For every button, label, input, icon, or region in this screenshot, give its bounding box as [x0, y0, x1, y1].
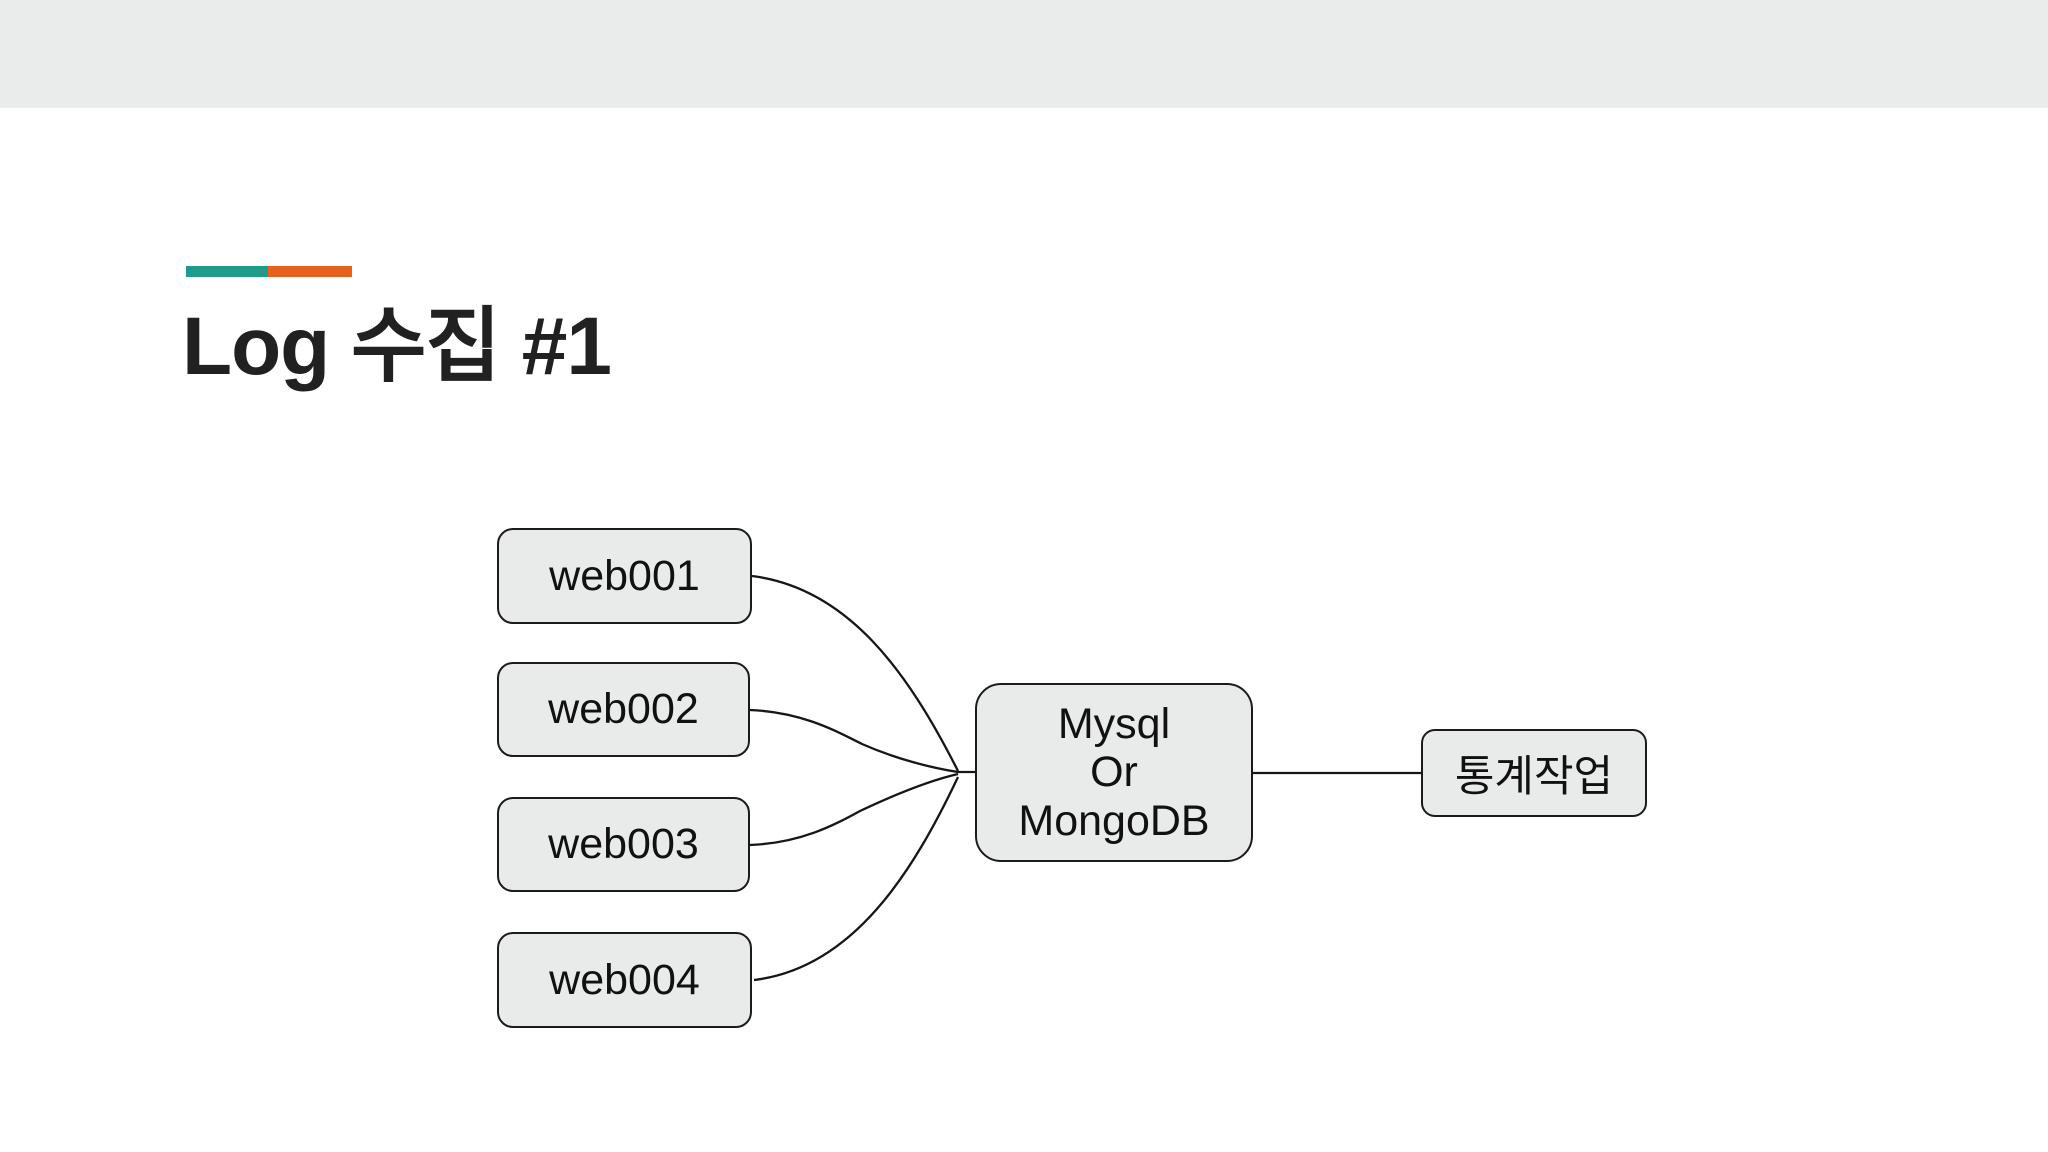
node-web003: web003	[497, 797, 750, 892]
slide-title: Log 수집 #1	[182, 301, 612, 392]
node-stats: 통계작업	[1421, 729, 1647, 817]
node-web003-label: web003	[548, 820, 699, 868]
node-web004-label: web004	[549, 955, 700, 1004]
edge-web001-to-database	[751, 574, 960, 772]
node-web001-label: web001	[549, 551, 700, 600]
accent-teal-segment	[186, 266, 268, 277]
node-web002-label: web002	[548, 685, 699, 733]
node-web002: web002	[497, 662, 750, 757]
header-band	[0, 0, 2048, 108]
node-web001: web001	[497, 528, 752, 624]
node-database: Mysql Or MongoDB	[975, 683, 1253, 862]
node-database-label: Mysql Or MongoDB	[1018, 700, 1210, 845]
edge-web003-to-database	[749, 772, 959, 847]
edge-web004-to-database	[753, 776, 960, 982]
edge-web002-to-database	[749, 708, 959, 774]
accent-orange-segment	[268, 266, 352, 277]
title-accent-bar	[186, 266, 352, 277]
node-stats-label: 통계작업	[1454, 753, 1614, 801]
node-web004: web004	[497, 932, 752, 1028]
